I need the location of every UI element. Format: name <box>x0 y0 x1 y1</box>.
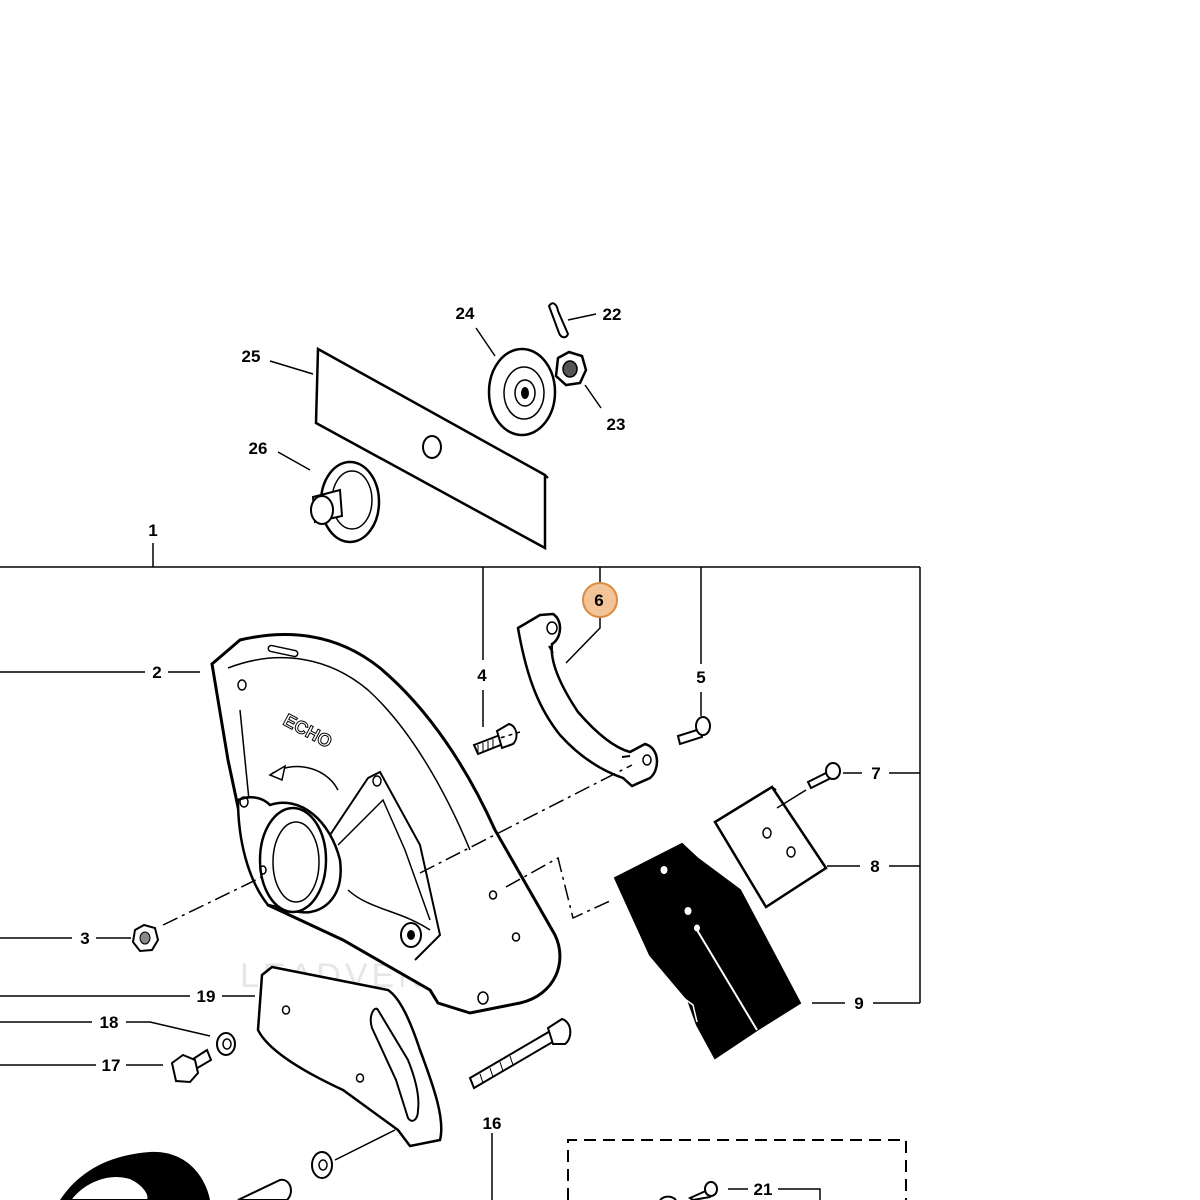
part-9-deflector[interactable] <box>613 842 802 1060</box>
assembly-lines <box>162 731 633 926</box>
callout-2[interactable]: 2 <box>152 663 161 682</box>
bottom-wheel[interactable] <box>60 1151 210 1200</box>
callout-24[interactable]: 24 <box>456 304 475 323</box>
bottom-washer[interactable] <box>311 1151 333 1179</box>
part-25-blade[interactable] <box>314 346 549 551</box>
callout-17[interactable]: 17 <box>102 1056 121 1075</box>
part-21-screw[interactable] <box>659 1181 718 1200</box>
dashed-group-box <box>567 1139 907 1200</box>
callout-26[interactable]: 26 <box>249 439 268 458</box>
part-16-long-bolt[interactable] <box>468 1017 572 1090</box>
callout-1[interactable]: 1 <box>148 521 157 540</box>
callout-22[interactable]: 22 <box>603 305 622 324</box>
part-18-washer[interactable] <box>216 1032 236 1056</box>
callout-7[interactable]: 7 <box>871 764 880 783</box>
part-2-blade-guard[interactable]: ECHO <box>210 633 562 1015</box>
callout-6[interactable]: 6 <box>594 591 603 610</box>
part-5-bolt[interactable] <box>676 716 711 746</box>
part-22-cotter-pin[interactable] <box>547 302 570 339</box>
part-26-arbor-hub[interactable] <box>310 460 381 544</box>
part-17-bolt[interactable] <box>170 1048 213 1084</box>
callout-21[interactable]: 21 <box>754 1180 773 1199</box>
callout-23[interactable]: 23 <box>607 415 626 434</box>
part-19-mounting-plate[interactable] <box>256 965 443 1148</box>
callout-18[interactable]: 18 <box>100 1013 119 1032</box>
callout-4[interactable]: 4 <box>477 666 487 685</box>
part-23-castle-nut[interactable] <box>554 350 588 387</box>
callout-19[interactable]: 19 <box>197 987 216 1006</box>
part-6-guard-bracket[interactable] <box>516 612 659 788</box>
part-8-plate[interactable] <box>713 785 828 909</box>
callout-16[interactable]: 16 <box>483 1114 502 1133</box>
part-4-bolt[interactable] <box>472 722 518 756</box>
callout-3[interactable]: 3 <box>80 929 89 948</box>
callout-6-highlight[interactable] <box>582 582 618 618</box>
part-7-screw[interactable] <box>806 762 841 790</box>
part-3-nut[interactable] <box>131 923 160 953</box>
part-24-flange-washer[interactable] <box>487 347 557 437</box>
callout-5[interactable]: 5 <box>696 668 705 687</box>
bottom-shaft[interactable] <box>237 1178 292 1200</box>
callout-9[interactable]: 9 <box>854 994 863 1013</box>
callout-8[interactable]: 8 <box>870 857 879 876</box>
callout-25[interactable]: 25 <box>242 347 261 366</box>
leader-lines <box>0 313 921 1200</box>
